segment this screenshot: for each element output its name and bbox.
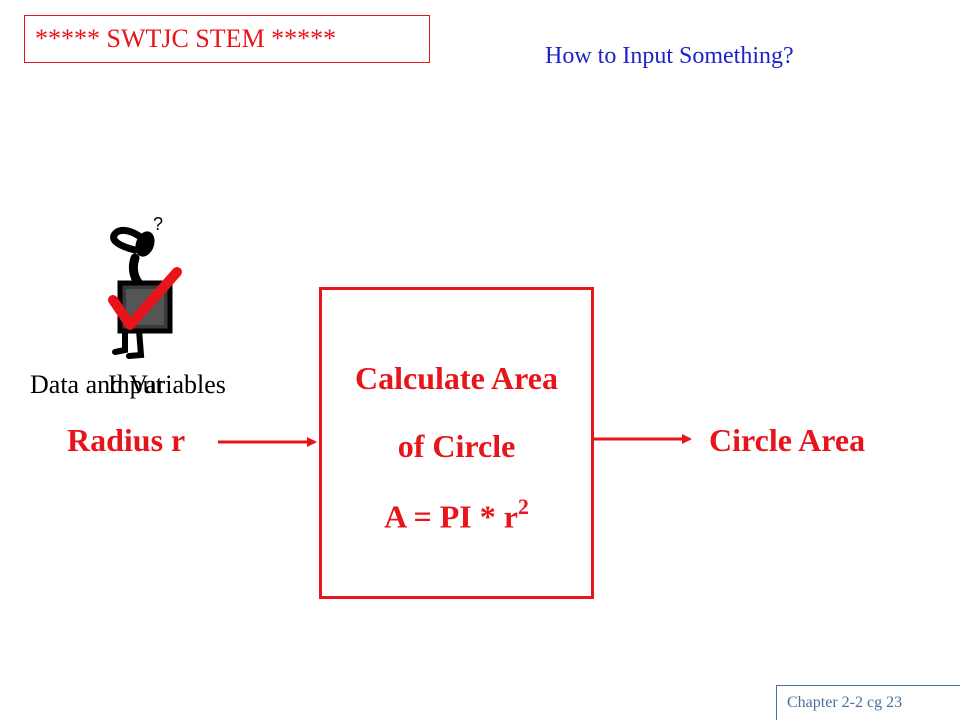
formula-exponent: 2 — [517, 494, 529, 519]
input-node-label: Radius r — [67, 422, 186, 458]
formula-text: A = PI * r — [384, 498, 518, 535]
input-label-text: Input — [108, 370, 163, 399]
checkmark-icon — [108, 267, 182, 330]
process-box — [319, 287, 594, 599]
process-line2: of Circle — [397, 428, 516, 464]
footer-box: Chapter 2-2 cg 23 — [776, 685, 960, 720]
process-line1: Calculate Area — [355, 360, 558, 396]
thinking-figure-icon: ? — [108, 214, 182, 359]
question-mark: ? — [153, 214, 163, 234]
header-title: ***** SWTJC STEM ***** — [35, 24, 337, 53]
figure-arm — [110, 226, 143, 254]
process-formula: A = PI * r2 — [319, 494, 594, 536]
subtitle: How to Input Something? — [545, 43, 794, 69]
footer-text: Chapter 2-2 cg 23 — [787, 694, 903, 711]
header-title-box: ***** SWTJC STEM ***** — [24, 15, 430, 63]
figure-leg-right — [126, 327, 145, 359]
data-and-variables-label: Data and Variables — [30, 370, 226, 399]
output-node-label: Circle Area — [709, 422, 866, 458]
